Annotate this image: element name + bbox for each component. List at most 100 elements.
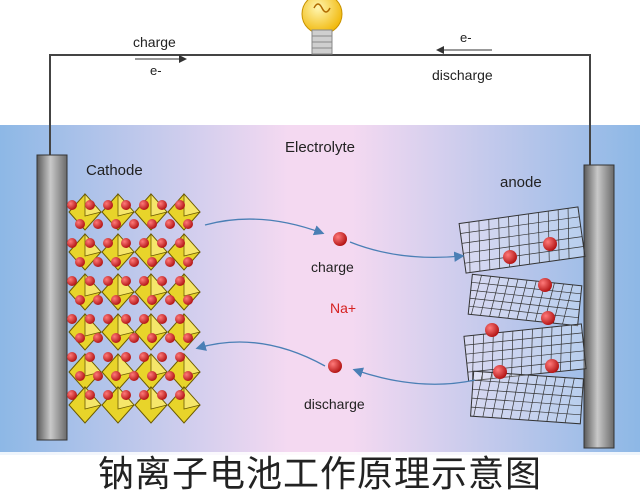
graphite-sheet: [470, 370, 584, 425]
cathode-ion: [147, 257, 157, 267]
cathode-ion: [183, 371, 193, 381]
cathode-ion: [139, 390, 149, 400]
diagram-caption: 钠离子电池工作原理示意图: [0, 452, 640, 498]
cathode-ion: [147, 371, 157, 381]
cathode-ion: [175, 200, 185, 210]
cathode-ion: [165, 371, 175, 381]
cathode-ion: [175, 390, 185, 400]
anode-ion: [503, 250, 517, 264]
charge-arrow-to-anode: [349, 241, 465, 262]
cathode-ion: [121, 238, 131, 248]
cathode-ion: [139, 314, 149, 324]
cathode-ion: [93, 257, 103, 267]
cathode-ion: [103, 276, 113, 286]
cathode-ion: [183, 333, 193, 343]
cathode-ion: [121, 314, 131, 324]
ion-label-text: Na+: [330, 300, 356, 316]
cathode-ion: [75, 371, 85, 381]
discharge-arrow-to-center: [352, 367, 476, 385]
cathode-ion: [67, 390, 77, 400]
cathode-ion: [183, 219, 193, 229]
anode-plate: [583, 164, 615, 449]
charge-arrow-to-center: [204, 218, 325, 236]
cathode-ion: [111, 333, 121, 343]
cathode-ion: [175, 238, 185, 248]
discharge-top-label: discharge: [432, 67, 493, 83]
cathode-label: Cathode: [86, 162, 143, 179]
cathode-ion: [103, 314, 113, 324]
cathode-ion: [111, 295, 121, 305]
cathode-ion: [175, 276, 185, 286]
anode-ion: [485, 323, 499, 337]
cathode-ion: [147, 295, 157, 305]
cathode-ion: [175, 352, 185, 362]
anode-ion: [545, 359, 559, 373]
cathode-ion: [67, 352, 77, 362]
circuit-wire: [49, 54, 591, 165]
cathode-plate: [36, 154, 68, 441]
cathode-ion: [157, 276, 167, 286]
anode-ion: [543, 237, 557, 251]
cathode-ion: [175, 314, 185, 324]
cathode-ion: [85, 314, 95, 324]
cathode-ion: [165, 333, 175, 343]
cathode-ion: [75, 219, 85, 229]
cathode-ion: [157, 352, 167, 362]
cathode-ion: [139, 200, 149, 210]
cathode-ion: [75, 257, 85, 267]
cathode-ion: [121, 276, 131, 286]
ion-label: Na+: [330, 300, 356, 316]
cathode-ion: [165, 219, 175, 229]
cathode-ion: [85, 200, 95, 210]
cathode-ion: [121, 390, 131, 400]
cathode-ion: [157, 390, 167, 400]
cathode-ion: [165, 257, 175, 267]
cathode-ion: [103, 352, 113, 362]
cathode-ion: [67, 238, 77, 248]
cathode-ion: [85, 352, 95, 362]
cathode-ion: [103, 238, 113, 248]
discharge-mid-label: discharge: [304, 396, 365, 412]
cathode-ion: [111, 257, 121, 267]
cathode-ion: [165, 295, 175, 305]
cathode-ion: [139, 352, 149, 362]
octahedron: [167, 312, 201, 351]
cathode-ion: [67, 276, 77, 286]
cathode-ion: [129, 371, 139, 381]
cathode-ion: [157, 238, 167, 248]
cathode-ion: [75, 333, 85, 343]
cathode-ion: [147, 333, 157, 343]
cathode-ion: [111, 219, 121, 229]
electrolyte-label: Electrolyte: [285, 139, 355, 156]
cathode-ion: [103, 200, 113, 210]
cathode-ion: [129, 219, 139, 229]
charge-mid-label: charge: [311, 259, 354, 275]
na-ion-charge: [333, 232, 347, 246]
graphite-sheet: [458, 206, 586, 274]
anode-label: anode: [500, 174, 542, 191]
cathode-ion: [85, 390, 95, 400]
cathode-ion: [93, 295, 103, 305]
cathode-ion: [67, 200, 77, 210]
cathode-ion: [93, 333, 103, 343]
cathode-ion: [129, 295, 139, 305]
graphite-sheet: [467, 273, 583, 327]
cathode-ion: [147, 219, 157, 229]
octahedron: [167, 352, 201, 391]
cathode-ion: [157, 314, 167, 324]
cathode-ion: [67, 314, 77, 324]
cathode-ion: [139, 276, 149, 286]
cathode-ion: [85, 276, 95, 286]
na-ion-discharge: [328, 359, 342, 373]
cathode-ion: [75, 295, 85, 305]
cathode-ion: [157, 200, 167, 210]
discharge-arrow-to-cathode: [195, 340, 326, 367]
anode-ion: [493, 365, 507, 379]
light-bulb-icon: [301, 0, 343, 55]
cathode-ion: [85, 238, 95, 248]
cathode-ion: [129, 257, 139, 267]
cathode-ion: [111, 371, 121, 381]
charge-top-label: charge: [133, 34, 176, 50]
cathode-ion: [129, 333, 139, 343]
